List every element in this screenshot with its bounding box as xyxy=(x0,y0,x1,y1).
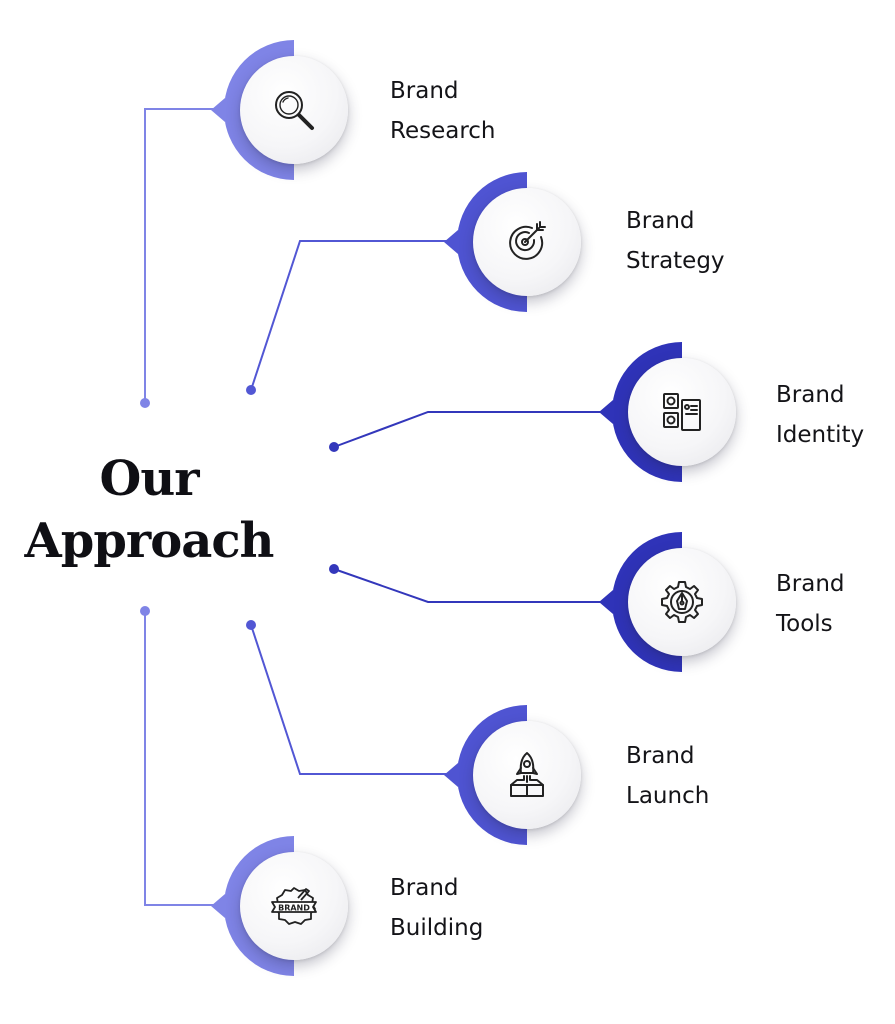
node-pointer xyxy=(211,98,225,122)
node-disc xyxy=(473,188,581,296)
node-disc xyxy=(240,56,348,164)
connector-launch xyxy=(250,624,448,775)
step-label-line-1: Brand xyxy=(776,571,845,597)
step-label-line-2: Identity xyxy=(776,422,865,448)
step-label-line-1: Brand xyxy=(390,875,459,901)
step-node-strategy xyxy=(444,172,587,312)
step-label-line-2: Research xyxy=(390,118,496,144)
step-label-line-2: Launch xyxy=(626,783,710,809)
step-label-line-2: Tools xyxy=(776,611,833,637)
connector-identity xyxy=(333,411,602,448)
connector-dot-building xyxy=(140,606,150,616)
node-pointer xyxy=(444,763,458,787)
step-label-line-1: Brand xyxy=(390,78,459,104)
step-label-line-1: Brand xyxy=(626,743,695,769)
connector-dot-strategy xyxy=(246,385,256,395)
node-pointer xyxy=(211,894,225,918)
connector-research xyxy=(144,108,216,403)
node-pointer xyxy=(599,590,613,614)
step-label-line-1: Brand xyxy=(626,208,695,234)
connector-dot-identity xyxy=(329,442,339,452)
gear-pen-icon xyxy=(661,581,703,623)
connector-dot-tools xyxy=(329,564,339,574)
identity-board-icon xyxy=(663,393,701,431)
connector-building xyxy=(144,611,216,906)
connector-dot-research xyxy=(140,398,150,408)
step-label-line-2: Building xyxy=(390,915,484,941)
connector-tools xyxy=(333,568,602,603)
magnifier-icon xyxy=(275,91,314,130)
rocket-box-icon xyxy=(510,752,544,797)
svg-text:BRAND: BRAND xyxy=(278,904,310,913)
step-label-launch: Brand Launch xyxy=(626,736,709,816)
step-node-identity xyxy=(599,342,742,482)
step-label-building: Brand Building xyxy=(390,868,483,948)
step-label-line-1: Brand xyxy=(776,382,845,408)
step-node-building: BRAND xyxy=(211,836,354,976)
brand-badge-icon: BRAND xyxy=(271,887,317,925)
step-label-tools: Brand Tools xyxy=(776,564,845,644)
step-node-launch xyxy=(444,705,587,845)
step-node-research xyxy=(211,40,354,180)
title-line-2: Approach xyxy=(24,513,275,569)
node-disc xyxy=(473,721,581,829)
diagram-title: Our Approach xyxy=(14,448,284,572)
node-disc xyxy=(628,548,736,656)
connector-strategy xyxy=(250,240,448,391)
connector-dot-launch xyxy=(246,620,256,630)
step-label-strategy: Brand Strategy xyxy=(626,201,725,281)
step-label-identity: Brand Identity xyxy=(776,375,864,455)
node-disc: BRAND xyxy=(240,852,348,960)
title-line-1: Our xyxy=(99,451,200,507)
step-label-line-2: Strategy xyxy=(626,248,725,274)
node-disc xyxy=(628,358,736,466)
step-label-research: Brand Research xyxy=(390,71,496,151)
node-pointer xyxy=(599,400,613,424)
target-arrow-icon xyxy=(509,221,546,260)
step-node-tools xyxy=(599,532,742,672)
node-pointer xyxy=(444,230,458,254)
